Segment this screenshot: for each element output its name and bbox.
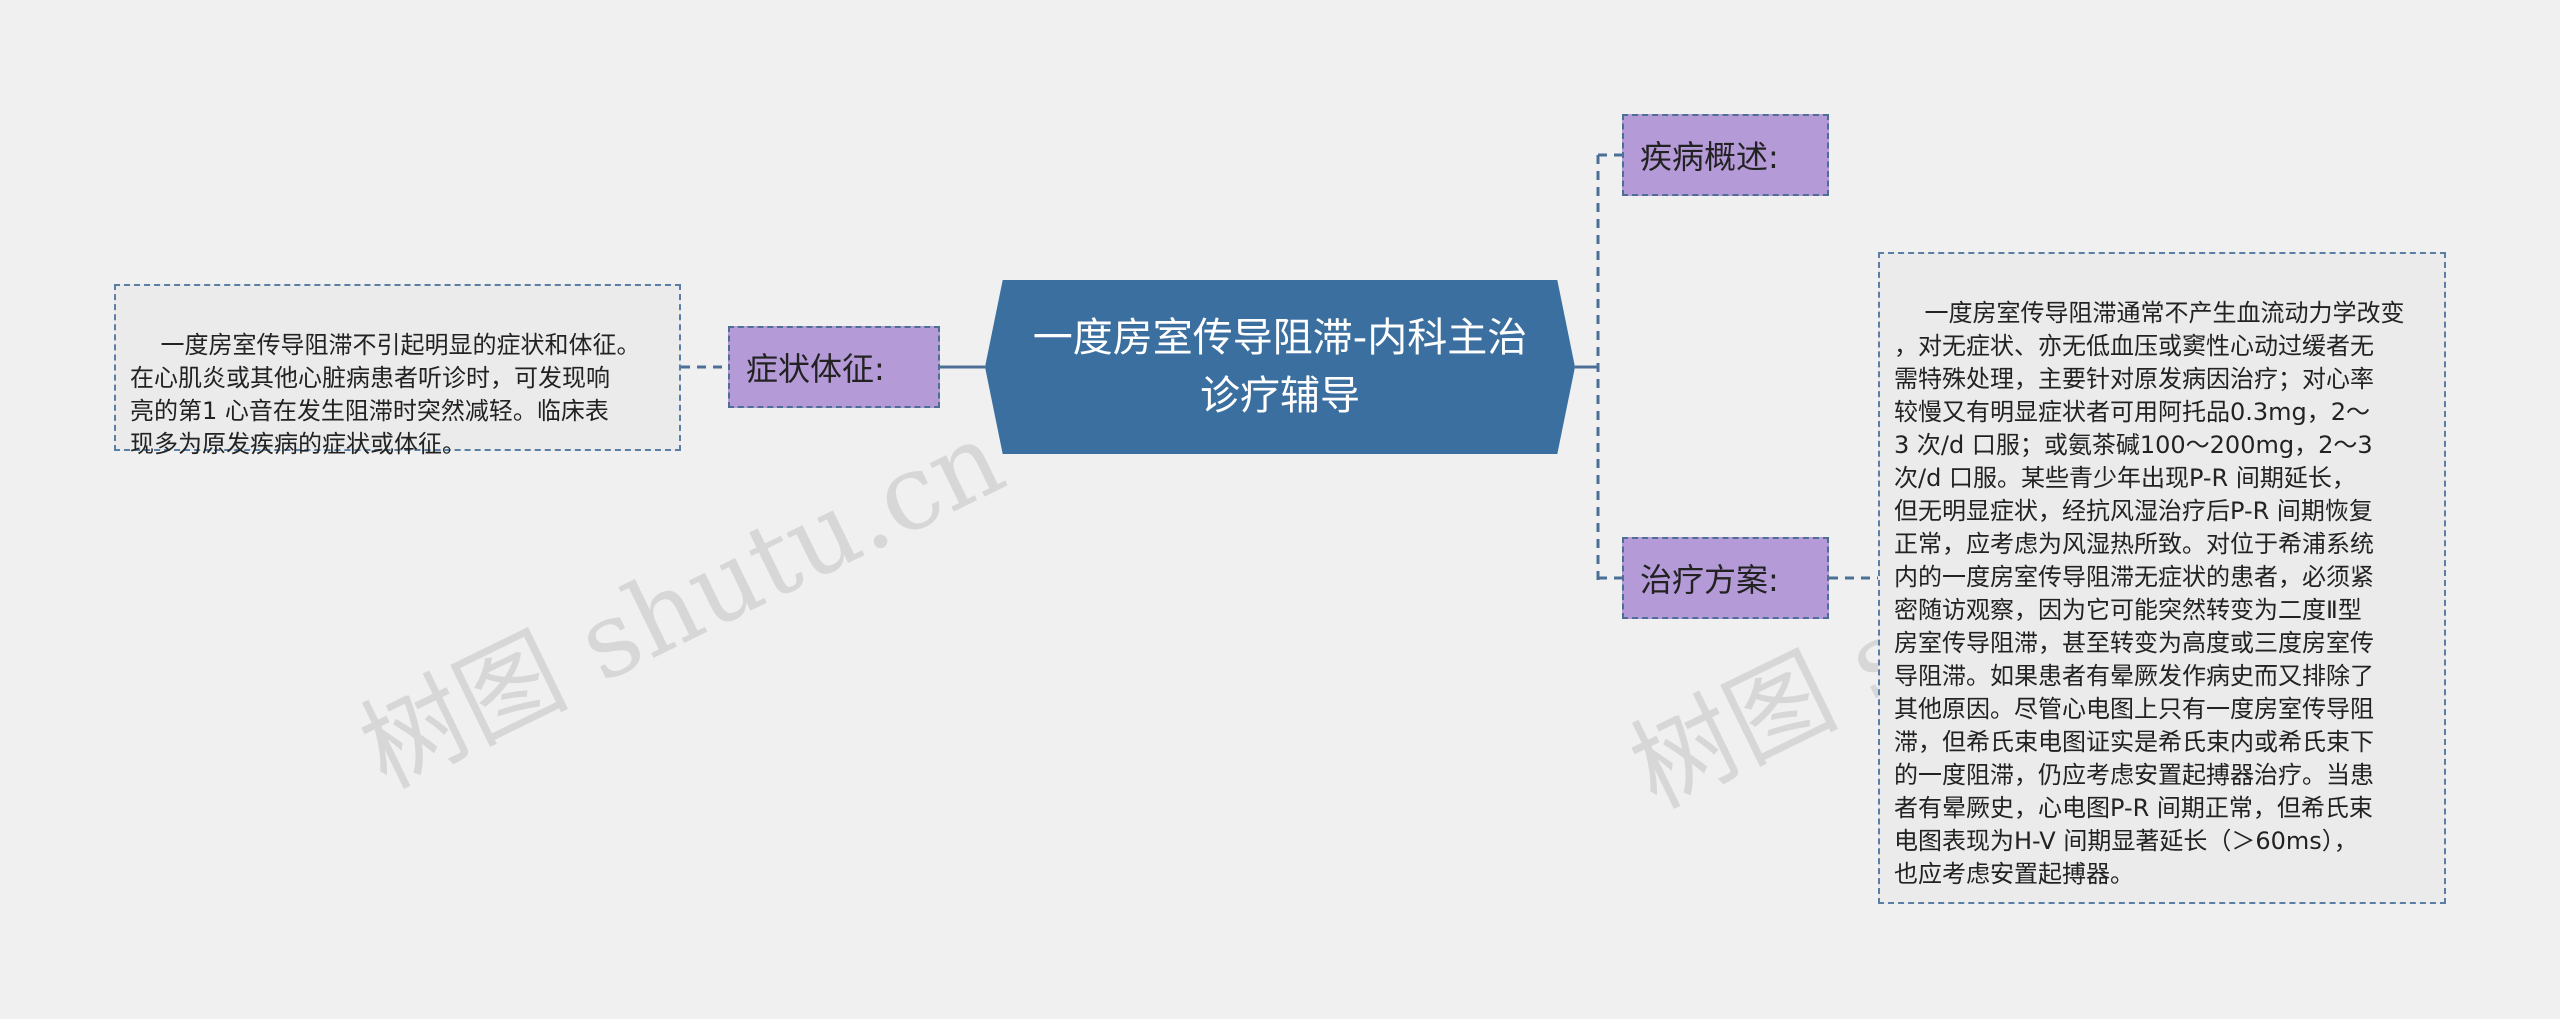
topic-overview[interactable]: 疾病概述: [1622,114,1829,196]
detail-symptoms[interactable]: 一度房室传导阻滞不引起明显的症状和体征。 在心肌炎或其他心脏病患者听诊时，可发现… [114,284,681,458]
central-topic-label: 一度房室传导阻滞-内科主治诊疗辅导 [1032,315,1528,419]
topic-overview-label: 疾病概述: [1640,138,1779,176]
detail-treatment[interactable]: 一度房室传导阻滞通常不产生血流动力学改变 ，对无症状、亦无低血压或窦性心动过缓者… [1878,252,2446,904]
topic-treatment-label: 治疗方案: [1640,561,1779,599]
central-topic[interactable]: 一度房室传导阻滞-内科主治诊疗辅导 [985,280,1575,454]
topic-treatment[interactable]: 治疗方案: [1622,537,1829,619]
topic-symptoms-label: 症状体征: [746,350,885,388]
detail-symptoms-text: 一度房室传导阻滞不引起明显的症状和体征。 在心肌炎或其他心脏病患者听诊时，可发现… [130,331,641,458]
topic-symptoms[interactable]: 症状体征: [728,326,940,408]
detail-treatment-text: 一度房室传导阻滞通常不产生血流动力学改变 ，对无症状、亦无低血压或窦性心动过缓者… [1894,299,2405,888]
